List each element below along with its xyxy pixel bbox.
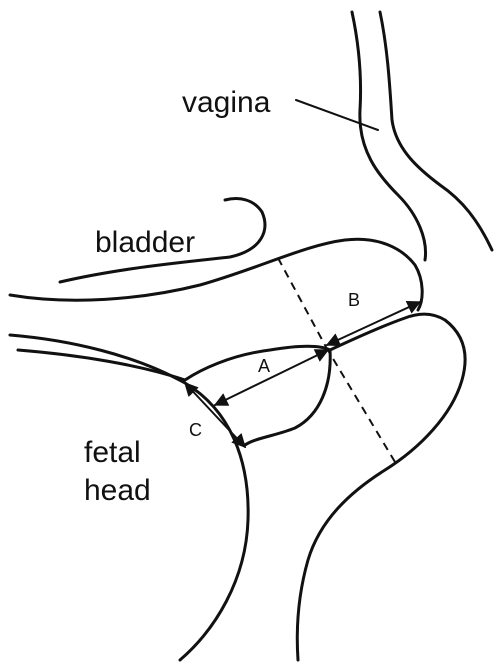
vagina-left-wall: [352, 12, 426, 260]
fetal-head-label-line2: head: [84, 474, 151, 507]
arrow-b: [327, 302, 420, 345]
vagina-leader-line: [296, 100, 378, 130]
vagina-label: vagina: [182, 86, 271, 119]
label-c: C: [189, 420, 202, 440]
label-b: B: [348, 290, 360, 310]
bladder-label: bladder: [95, 226, 195, 259]
fetal-head-label-line1: fetal: [84, 436, 141, 469]
lower-lip: [18, 346, 330, 445]
urethra-wall: [297, 314, 465, 660]
vagina-right-wall: [380, 12, 492, 250]
label-a: A: [258, 356, 270, 376]
dashed-line-upper: [278, 258, 326, 347]
dashed-line-lower: [326, 347, 395, 462]
upper-wall: [10, 239, 422, 310]
